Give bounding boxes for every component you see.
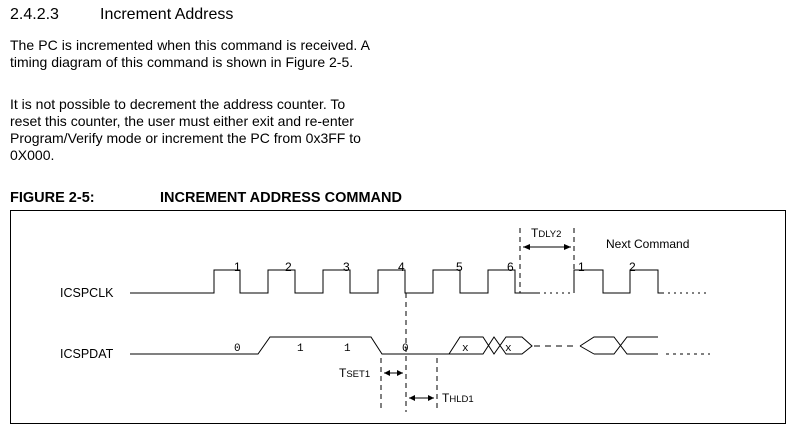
next-pulse-label: 2	[629, 260, 636, 274]
data-bit-label: 0	[402, 343, 409, 355]
figure-frame	[10, 210, 786, 424]
thld1-label: THLD1	[442, 391, 474, 405]
next-command-label: Next Command	[606, 237, 689, 251]
clock-pulse-label: 3	[343, 260, 350, 274]
figure-caption: FIGURE 2-5: INCREMENT ADDRESS COMMAND	[10, 190, 402, 206]
tdly2-label: TDLY2	[531, 226, 561, 240]
thld1-arrowhead-left	[409, 395, 415, 401]
paragraph-decrement-note: It is not possible to decrement the addr…	[10, 96, 361, 163]
section-heading: 2.4.2.3 Increment Address	[10, 6, 233, 24]
tset1-arrowhead-right	[397, 370, 403, 376]
signal-label-clock: ICSPCLK	[60, 286, 114, 300]
section-title: Increment Address	[100, 6, 234, 23]
data-next-bits	[579, 336, 658, 355]
data-bit-label: x	[462, 343, 469, 355]
tdly2-arrowhead-left	[523, 244, 530, 250]
tset1-arrowhead-left	[384, 370, 390, 376]
tdly2-arrowhead-right	[564, 244, 571, 250]
signal-label-data: ICSPDAT	[60, 347, 114, 361]
clock-pulse-label: 5	[456, 260, 463, 274]
tset1-label: TSET1	[339, 366, 370, 380]
clock-pulse-label: 4	[398, 260, 405, 274]
thld1-arrowhead-right	[428, 395, 434, 401]
figure-title: INCREMENT ADDRESS COMMAND	[160, 190, 402, 206]
paragraph-pc-increment: The PC is incremented when this command …	[10, 37, 370, 70]
data-bit-label: 0	[234, 343, 241, 355]
clock-pulse-label: 1	[234, 260, 241, 274]
section-number: 2.4.2.3	[10, 6, 59, 23]
data-bit-label: 1	[297, 343, 304, 355]
clock-pulse-label: 6	[507, 260, 514, 274]
clock-next-waveform	[573, 269, 664, 294]
data-x-bits	[448, 336, 533, 355]
data-bit-label: x	[505, 343, 512, 355]
figure-number: FIGURE 2-5:	[10, 190, 95, 206]
data-bit-label: 1	[344, 343, 351, 355]
clock-pulse-label: 2	[285, 260, 292, 274]
next-pulse-label: 1	[578, 260, 585, 274]
data-waveform	[130, 336, 449, 355]
clock-waveform	[130, 269, 540, 294]
